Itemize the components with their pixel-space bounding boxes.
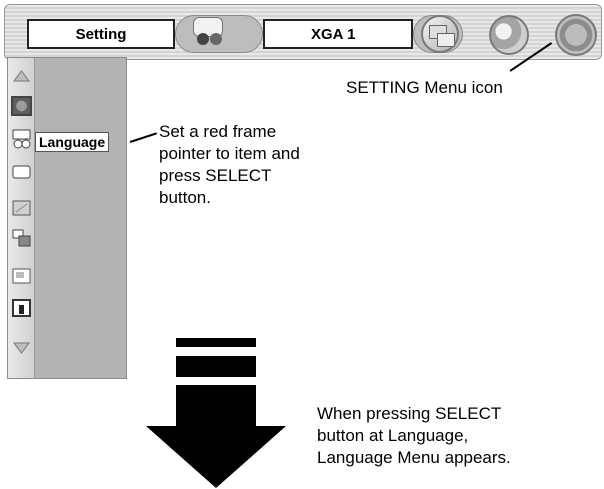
result-callout: When pressing SELECT button at Language,… — [317, 403, 511, 469]
logo-icon[interactable] — [11, 228, 32, 248]
image-select-icon[interactable] — [489, 15, 529, 55]
source-tab[interactable]: XGA 1 — [263, 19, 413, 49]
result-line: button at Language, — [317, 426, 469, 445]
setting-menu-icon[interactable] — [555, 14, 597, 56]
instruction-line: Set a red frame — [159, 122, 277, 141]
pc-adjust-icon[interactable] — [421, 15, 459, 53]
down-arrow-icon — [146, 338, 286, 488]
keystone-icon[interactable] — [11, 129, 32, 149]
language-icon[interactable] — [11, 96, 32, 116]
instruction-callout: Set a red frame pointer to item and pres… — [159, 121, 300, 209]
menu-bar: Setting XGA 1 — [4, 4, 602, 60]
result-line: Language Menu appears. — [317, 448, 511, 467]
scroll-down-icon[interactable] — [11, 340, 32, 360]
instruction-line: pointer to item and — [159, 144, 300, 163]
instruction-line: button. — [159, 188, 211, 207]
result-line: When pressing SELECT — [317, 404, 502, 423]
instruction-line: press SELECT — [159, 166, 272, 185]
display-icon[interactable] — [11, 198, 32, 218]
language-leader — [129, 132, 157, 143]
setting-tab[interactable]: Setting — [27, 19, 175, 49]
menu-icon-column — [8, 58, 35, 378]
blue-back-icon[interactable] — [11, 162, 32, 182]
setting-menu-panel: Language — [7, 57, 127, 379]
ceiling-icon[interactable] — [11, 266, 32, 286]
language-menu-item[interactable]: Language — [35, 132, 110, 152]
scroll-up-icon[interactable] — [11, 68, 32, 88]
video-input-icon[interactable] — [195, 31, 223, 49]
setting-icon-callout: SETTING Menu icon — [346, 78, 503, 97]
terminal-icon[interactable] — [11, 298, 32, 318]
